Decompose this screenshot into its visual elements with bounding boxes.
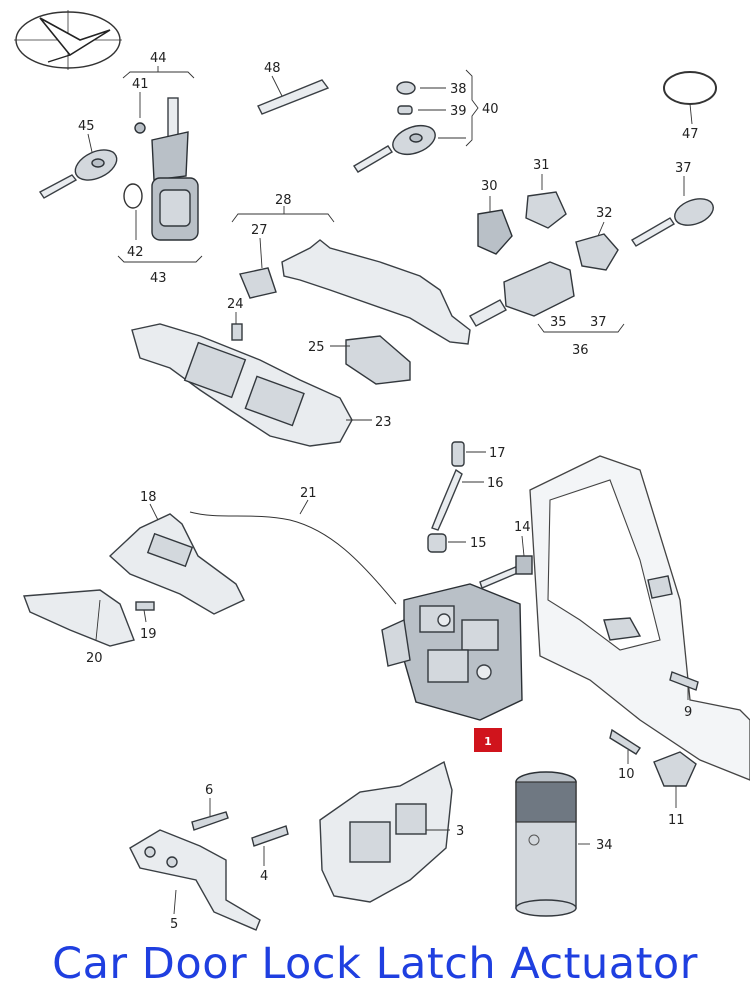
- bracket-part-5: [129, 829, 261, 931]
- callout-42: 42: [127, 245, 144, 260]
- ring-part-47: [663, 71, 717, 105]
- handle-carrier-part-23: [131, 323, 353, 447]
- key-part-40: [353, 124, 436, 173]
- cap-part-30: [477, 209, 513, 255]
- callout-45: 45: [78, 119, 95, 134]
- striker-part-11: [653, 751, 697, 787]
- oring-part-42: [123, 183, 143, 209]
- callout-28: 28: [275, 193, 292, 208]
- bracket-part-32: [575, 233, 619, 271]
- callout-35: 35: [550, 315, 567, 330]
- key-part-45: [38, 149, 118, 199]
- screw-part-19: [135, 601, 155, 611]
- latch-housing-part-3: [319, 760, 453, 903]
- bolt-part-17: [451, 441, 465, 467]
- callout-38: 38: [450, 82, 467, 97]
- bolt-part-10: [609, 728, 641, 755]
- callout-25: 25: [308, 340, 325, 355]
- callout-37-top: 37: [675, 161, 692, 176]
- callout-4: 4: [260, 869, 268, 884]
- callout-40: 40: [482, 102, 499, 117]
- cable-part-21: [189, 511, 397, 605]
- exploded-parts-diagram: 1: [14, 10, 750, 932]
- connector-part-14: [479, 555, 533, 589]
- callout-14: 14: [514, 520, 531, 535]
- callout-36: 36: [572, 343, 589, 358]
- badge-label: 1: [484, 735, 492, 748]
- screw-part-41: [134, 122, 146, 134]
- callout-31: 31: [533, 158, 550, 173]
- cover-part-20: [23, 589, 135, 647]
- grease-can-part-34: [515, 771, 577, 917]
- cap-part-38: [396, 81, 416, 95]
- callout-9: 9: [684, 705, 692, 720]
- callout-47: 47: [682, 127, 699, 142]
- callout-32: 32: [596, 206, 613, 221]
- callout-27: 27: [251, 223, 268, 238]
- key-housing-part-43: [151, 177, 199, 241]
- trim-part-27: [239, 267, 277, 299]
- rod-part-16: [431, 468, 463, 531]
- pin-part-39: [397, 105, 413, 115]
- door-latch-part-1: [381, 583, 523, 721]
- brand-logo: [14, 10, 122, 70]
- callout-labels: 44 41 45 42 43 48 38 39 40 47 28 27 24 2…: [78, 51, 699, 932]
- callout-6: 6: [205, 783, 213, 798]
- callout-39: 39: [450, 104, 467, 119]
- callout-23: 23: [375, 415, 392, 430]
- callout-16: 16: [487, 476, 504, 491]
- pin-part-4: [251, 825, 289, 847]
- clip-part-15: [427, 533, 447, 553]
- callout-15: 15: [470, 536, 487, 551]
- door-frame: [529, 455, 750, 781]
- callout-44: 44: [150, 51, 167, 66]
- callout-41: 41: [132, 77, 149, 92]
- callout-19: 19: [140, 627, 157, 642]
- leader-lines: [87, 66, 693, 915]
- callout-24: 24: [227, 297, 244, 312]
- lock-cylinder-part-35: [469, 261, 575, 327]
- callout-37-bottom: 37: [590, 315, 607, 330]
- pin-part-6: [191, 811, 229, 831]
- callout-3: 3: [456, 824, 464, 839]
- callout-5: 5: [170, 917, 178, 932]
- callout-18: 18: [140, 490, 157, 505]
- lever-part-18: [108, 513, 245, 615]
- cover-part-31: [525, 191, 567, 229]
- part-badge: 1: [474, 728, 502, 752]
- callout-17: 17: [489, 446, 506, 461]
- callout-10: 10: [618, 767, 635, 782]
- callout-11: 11: [668, 813, 685, 828]
- callout-48: 48: [264, 61, 281, 76]
- key-part-37: [631, 198, 714, 247]
- caption-title: Car Door Lock Latch Actuator: [52, 939, 698, 989]
- door-handle-part-28: [281, 239, 471, 345]
- seal-part-25: [345, 335, 411, 385]
- screw-part-24: [231, 323, 243, 341]
- callout-20: 20: [86, 651, 103, 666]
- callout-34: 34: [596, 838, 613, 853]
- callout-43: 43: [150, 271, 167, 286]
- callout-30: 30: [481, 179, 498, 194]
- bolt-part-9: [669, 671, 699, 691]
- key-blade-part-44: [151, 97, 189, 181]
- key-blade-part-48: [257, 79, 330, 115]
- callout-21: 21: [300, 486, 317, 501]
